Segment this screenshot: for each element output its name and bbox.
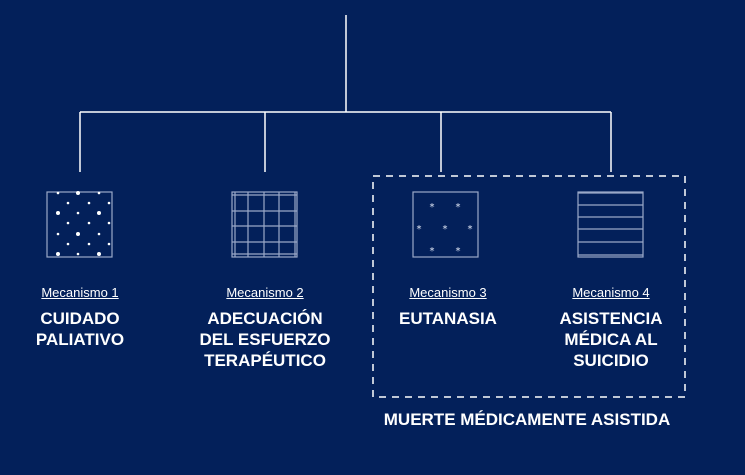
svg-text:*: *: [456, 202, 461, 213]
svg-text:*: *: [430, 202, 435, 213]
mechanism-2: Mecanismo 2 ADECUACIÓN DEL ESFUERZO TERA…: [175, 285, 355, 371]
svg-text:*: *: [417, 224, 422, 235]
mechanism-title: ADECUACIÓN DEL ESFUERZO TERAPÉUTICO: [199, 309, 331, 370]
svg-text:*: *: [468, 224, 473, 235]
horizontal-lines-icon: [577, 191, 644, 258]
mechanism-3: Mecanismo 3 EUTANASIA: [358, 285, 538, 329]
mechanism-label: Mecanismo 1: [41, 285, 119, 300]
mechanism-1: Mecanismo 1 CUIDADO PALIATIVO: [0, 285, 170, 350]
dots-pattern-icon: [46, 191, 113, 258]
group-label: MUERTE MÉDICAMENTE ASISTIDA: [383, 410, 671, 429]
svg-text:*: *: [443, 224, 448, 235]
group-dashed-box: [372, 175, 686, 398]
mechanism-title: CUIDADO PALIATIVO: [35, 309, 125, 349]
mechanism-title: EUTANASIA: [399, 309, 497, 328]
mechanism-4: Mecanismo 4 ASISTENCIA MÉDICA AL SUICIDI…: [521, 285, 701, 371]
asterisk-pattern-icon: [412, 191, 479, 258]
svg-text:*: *: [456, 246, 461, 257]
mechanism-label: Mecanismo 2: [226, 285, 304, 300]
mechanism-label: Mecanismo 4: [572, 285, 650, 300]
svg-text:*: *: [430, 246, 435, 257]
mechanism-label: Mecanismo 3: [409, 285, 487, 300]
mechanism-title: ASISTENCIA MÉDICA AL SUICIDIO: [559, 309, 663, 370]
